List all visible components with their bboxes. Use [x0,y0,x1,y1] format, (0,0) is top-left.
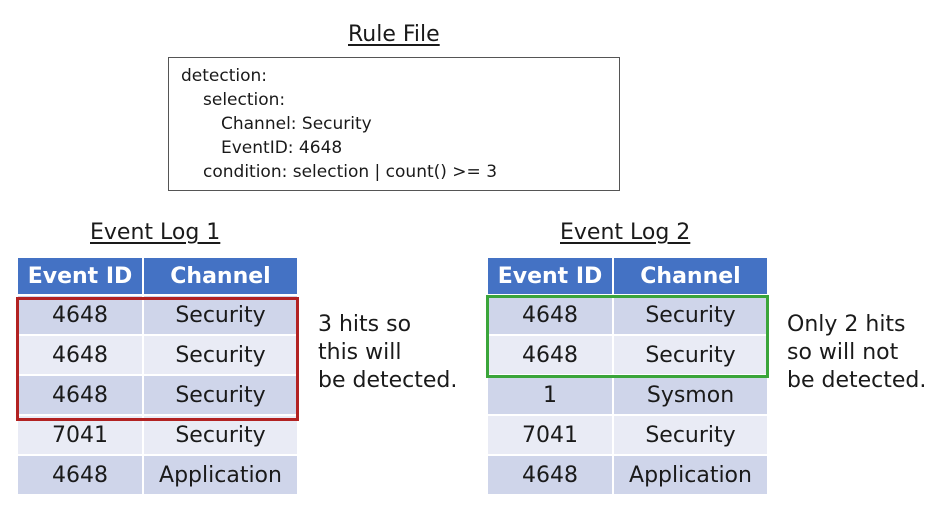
cell-channel: Application [144,456,297,494]
event-log-2-note: Only 2 hits so will not be detected. [787,311,926,395]
header-channel: Channel [614,258,767,294]
cell-channel: Security [614,416,767,454]
rule-line-condition: condition: selection | count() >= 3 [203,162,498,182]
table-header-row: Event ID Channel [18,258,297,294]
cell-channel: Application [614,456,767,494]
table-row: 4648 Security [18,296,297,334]
table-row: 4648 Application [18,456,297,494]
rule-file-box: detection: selection: Channel: Security … [168,57,620,191]
event-log-1-table: Event ID Channel 4648 Security 4648 Secu… [16,256,299,496]
note-line: be detected. [318,368,458,393]
cell-channel: Security [614,336,767,374]
event-log-2-table: Event ID Channel 4648 Security 4648 Secu… [486,256,769,496]
table-row: 7041 Security [18,416,297,454]
rule-line-channel: Channel: Security [221,114,372,134]
cell-channel: Security [144,376,297,414]
cell-event-id: 4648 [18,456,142,494]
table-row: 7041 Security [488,416,767,454]
cell-event-id: 4648 [18,376,142,414]
rule-line-detection: detection: [181,66,268,86]
rule-line-selection: selection: [203,90,286,110]
cell-event-id: 4648 [488,296,612,334]
note-line: Only 2 hits [787,312,906,337]
table-row: 4648 Application [488,456,767,494]
cell-channel: Security [144,336,297,374]
note-line: be detected. [787,368,927,393]
cell-event-id: 4648 [18,296,142,334]
note-line: 3 hits so [318,312,412,337]
cell-event-id: 1 [488,376,612,414]
table-row: 4648 Security [18,336,297,374]
table-row: 1 Sysmon [488,376,767,414]
rule-file-title: Rule File [348,22,440,47]
event-log-1-title: Event Log 1 [90,220,221,245]
cell-event-id: 4648 [18,336,142,374]
cell-event-id: 4648 [488,456,612,494]
note-line: so will not [787,340,899,365]
cell-channel: Security [144,296,297,334]
table-row: 4648 Security [488,336,767,374]
cell-channel: Security [614,296,767,334]
note-line: this will [318,340,402,365]
cell-event-id: 7041 [488,416,612,454]
event-log-1-note: 3 hits so this will be detected. [318,311,457,395]
header-channel: Channel [144,258,297,294]
table-row: 4648 Security [488,296,767,334]
rule-line-eventid: EventID: 4648 [221,138,343,158]
header-event-id: Event ID [488,258,612,294]
table-header-row: Event ID Channel [488,258,767,294]
cell-event-id: 7041 [18,416,142,454]
table-row: 4648 Security [18,376,297,414]
event-log-2-title: Event Log 2 [560,220,691,245]
cell-channel: Sysmon [614,376,767,414]
header-event-id: Event ID [18,258,142,294]
cell-channel: Security [144,416,297,454]
cell-event-id: 4648 [488,336,612,374]
